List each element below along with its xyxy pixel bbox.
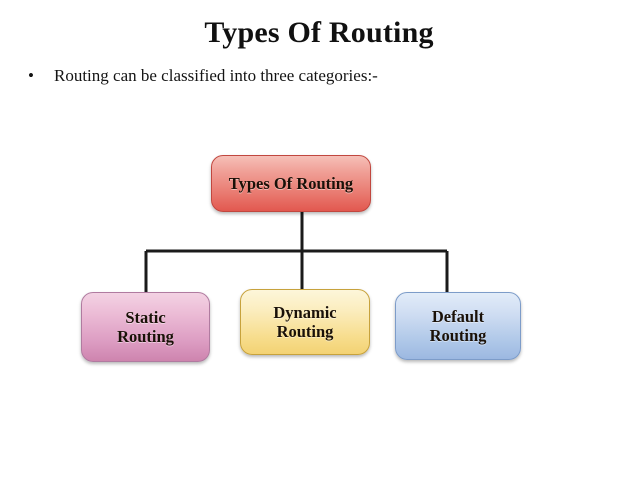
node-dynamic-routing[interactable]: Dynamic Routing <box>240 289 370 355</box>
page-title: Types Of Routing <box>204 16 434 49</box>
node-static-routing[interactable]: Static Routing <box>81 292 210 362</box>
node-default-routing[interactable]: Default Routing <box>395 292 521 360</box>
node-static-routing-label: Static Routing <box>117 307 174 346</box>
node-dynamic-routing-label: Dynamic Routing <box>273 302 337 341</box>
node-types-of-routing[interactable]: Types Of Routing <box>211 155 371 212</box>
bullet-text: Routing can be classified into three cat… <box>54 66 378 85</box>
node-types-of-routing-label: Types Of Routing <box>228 173 354 193</box>
bullet-item: • Routing can be classified into three c… <box>28 64 608 88</box>
bullet-marker-icon: • <box>28 66 34 85</box>
node-default-routing-label: Default Routing <box>429 306 487 345</box>
